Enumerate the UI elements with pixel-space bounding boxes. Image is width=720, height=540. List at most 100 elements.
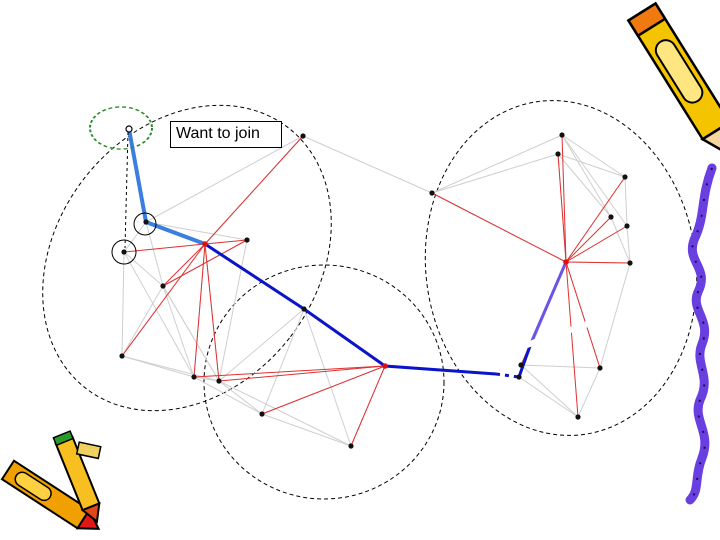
mesh-edge <box>121 285 164 357</box>
mesh-edge <box>557 153 626 178</box>
network-node <box>348 443 354 449</box>
tree-edge <box>193 365 386 378</box>
tree-edge <box>121 243 206 357</box>
mesh-edge <box>557 153 612 218</box>
mesh-edge <box>162 285 220 382</box>
mesh-edge <box>218 380 263 415</box>
tree-edge <box>204 243 220 382</box>
mesh-edge <box>431 134 563 194</box>
tree-edge <box>123 243 206 253</box>
joining-node <box>125 125 133 133</box>
network-node <box>429 190 435 196</box>
tree-edge <box>162 243 206 287</box>
tree-edge <box>565 216 612 263</box>
want-to-join-label: Want to join <box>170 121 282 148</box>
mesh-edge <box>520 364 579 418</box>
route-right-faded <box>529 261 568 344</box>
tree-edge <box>565 225 628 263</box>
mesh-edge <box>123 251 195 378</box>
cluster-middle-outline <box>203 264 445 500</box>
network-node <box>627 260 633 266</box>
pencil-clipart-icon <box>626 1 720 159</box>
network-node <box>575 414 581 420</box>
clusterhead-node <box>382 363 388 369</box>
network-node <box>597 365 603 371</box>
tree-edge <box>565 176 626 263</box>
network-nodes <box>119 132 633 449</box>
network-node <box>555 151 561 157</box>
network-node <box>216 378 222 384</box>
tree-edge <box>261 365 386 415</box>
mesh-edge <box>599 262 631 369</box>
network-node <box>559 132 565 138</box>
network-node <box>518 362 524 368</box>
mesh-edge <box>561 134 612 218</box>
mesh-edge <box>626 225 631 264</box>
tree-edge <box>204 135 304 245</box>
network-node <box>624 223 630 229</box>
network-node <box>516 374 522 380</box>
mesh-edge <box>218 239 248 382</box>
tree-edge <box>350 365 386 447</box>
new-node-ring <box>89 106 153 150</box>
route-dashed-gap <box>495 372 520 379</box>
clusterhead-node <box>563 259 569 265</box>
network-node <box>259 411 265 417</box>
cluster-left-outline <box>42 104 332 412</box>
network-node <box>143 219 149 225</box>
network-node <box>119 353 125 359</box>
network-node <box>622 174 628 180</box>
mesh-edge <box>561 134 628 227</box>
tree-edge <box>162 239 248 287</box>
mesh-edge <box>162 285 195 378</box>
tree-edge <box>565 261 579 418</box>
clusterhead-node <box>202 241 208 247</box>
tree-edge <box>565 261 631 264</box>
mesh-edge <box>303 308 352 447</box>
network-node <box>244 237 250 243</box>
purple-squiggle-icon <box>685 163 717 505</box>
mesh-edge <box>123 251 164 287</box>
mesh-edge <box>577 367 601 418</box>
mesh-edge <box>218 380 352 447</box>
route-right-segment <box>517 342 533 378</box>
route-dashed-join <box>124 131 129 249</box>
network-node <box>608 214 614 220</box>
tree-edge <box>561 134 567 263</box>
mesh-edge <box>123 221 147 253</box>
route-main-segment <box>204 242 497 376</box>
tree-edge <box>565 261 601 369</box>
tree-edge <box>204 239 248 245</box>
mesh-edge <box>610 216 631 264</box>
mesh-edge <box>431 153 559 194</box>
network-node <box>300 133 306 139</box>
network-node <box>191 374 197 380</box>
mesh-edge <box>145 135 304 223</box>
cluster-outlines <box>42 100 698 500</box>
mesh-edge <box>561 134 626 178</box>
mesh-edge <box>261 308 305 415</box>
mesh-edge <box>261 413 352 447</box>
network-node <box>160 283 166 289</box>
tree-edge <box>218 365 386 382</box>
tree-edge <box>431 192 567 263</box>
mesh-edge <box>145 221 248 241</box>
selected-node-ring <box>133 212 157 236</box>
mesh-edge <box>145 221 164 287</box>
mesh-edge <box>218 308 305 382</box>
candidate-node-ring <box>111 239 137 265</box>
tree-edge <box>557 153 567 263</box>
route-white-gap <box>523 315 606 349</box>
cluster-right-outline <box>424 100 698 436</box>
mesh-edge <box>302 135 433 194</box>
crayons-clipart-icon <box>0 430 102 530</box>
mesh-edge <box>624 176 628 227</box>
mesh-edge <box>518 376 579 418</box>
mesh-edge <box>193 376 263 415</box>
mesh-edge <box>121 251 125 357</box>
network-node <box>121 249 127 255</box>
network-node <box>301 306 307 312</box>
tree-edge <box>193 243 206 378</box>
mesh-edge <box>520 364 601 369</box>
